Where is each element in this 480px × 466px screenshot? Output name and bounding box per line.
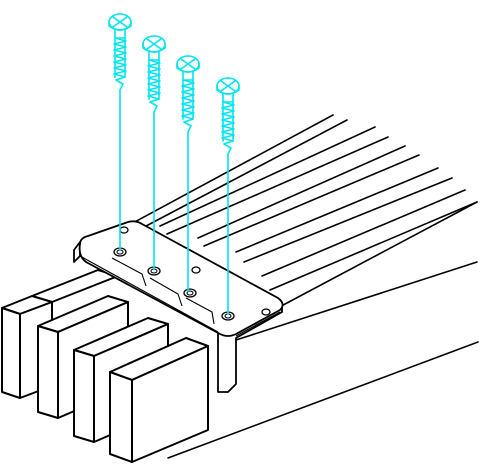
- screw-icon: [176, 55, 200, 292]
- mending-plate: [73, 220, 284, 393]
- screw-icon: [142, 35, 166, 270]
- hole-2: [147, 266, 161, 276]
- hole-small-2: [191, 266, 201, 274]
- hole-1: [113, 247, 127, 257]
- screw-icon: [216, 77, 240, 315]
- hole-3: [183, 288, 197, 298]
- hole-small-1: [119, 226, 129, 234]
- board-4: [109, 337, 209, 463]
- board-edges: [104, 114, 479, 459]
- screw-icon: [108, 13, 132, 251]
- hole-small-3: [261, 308, 271, 316]
